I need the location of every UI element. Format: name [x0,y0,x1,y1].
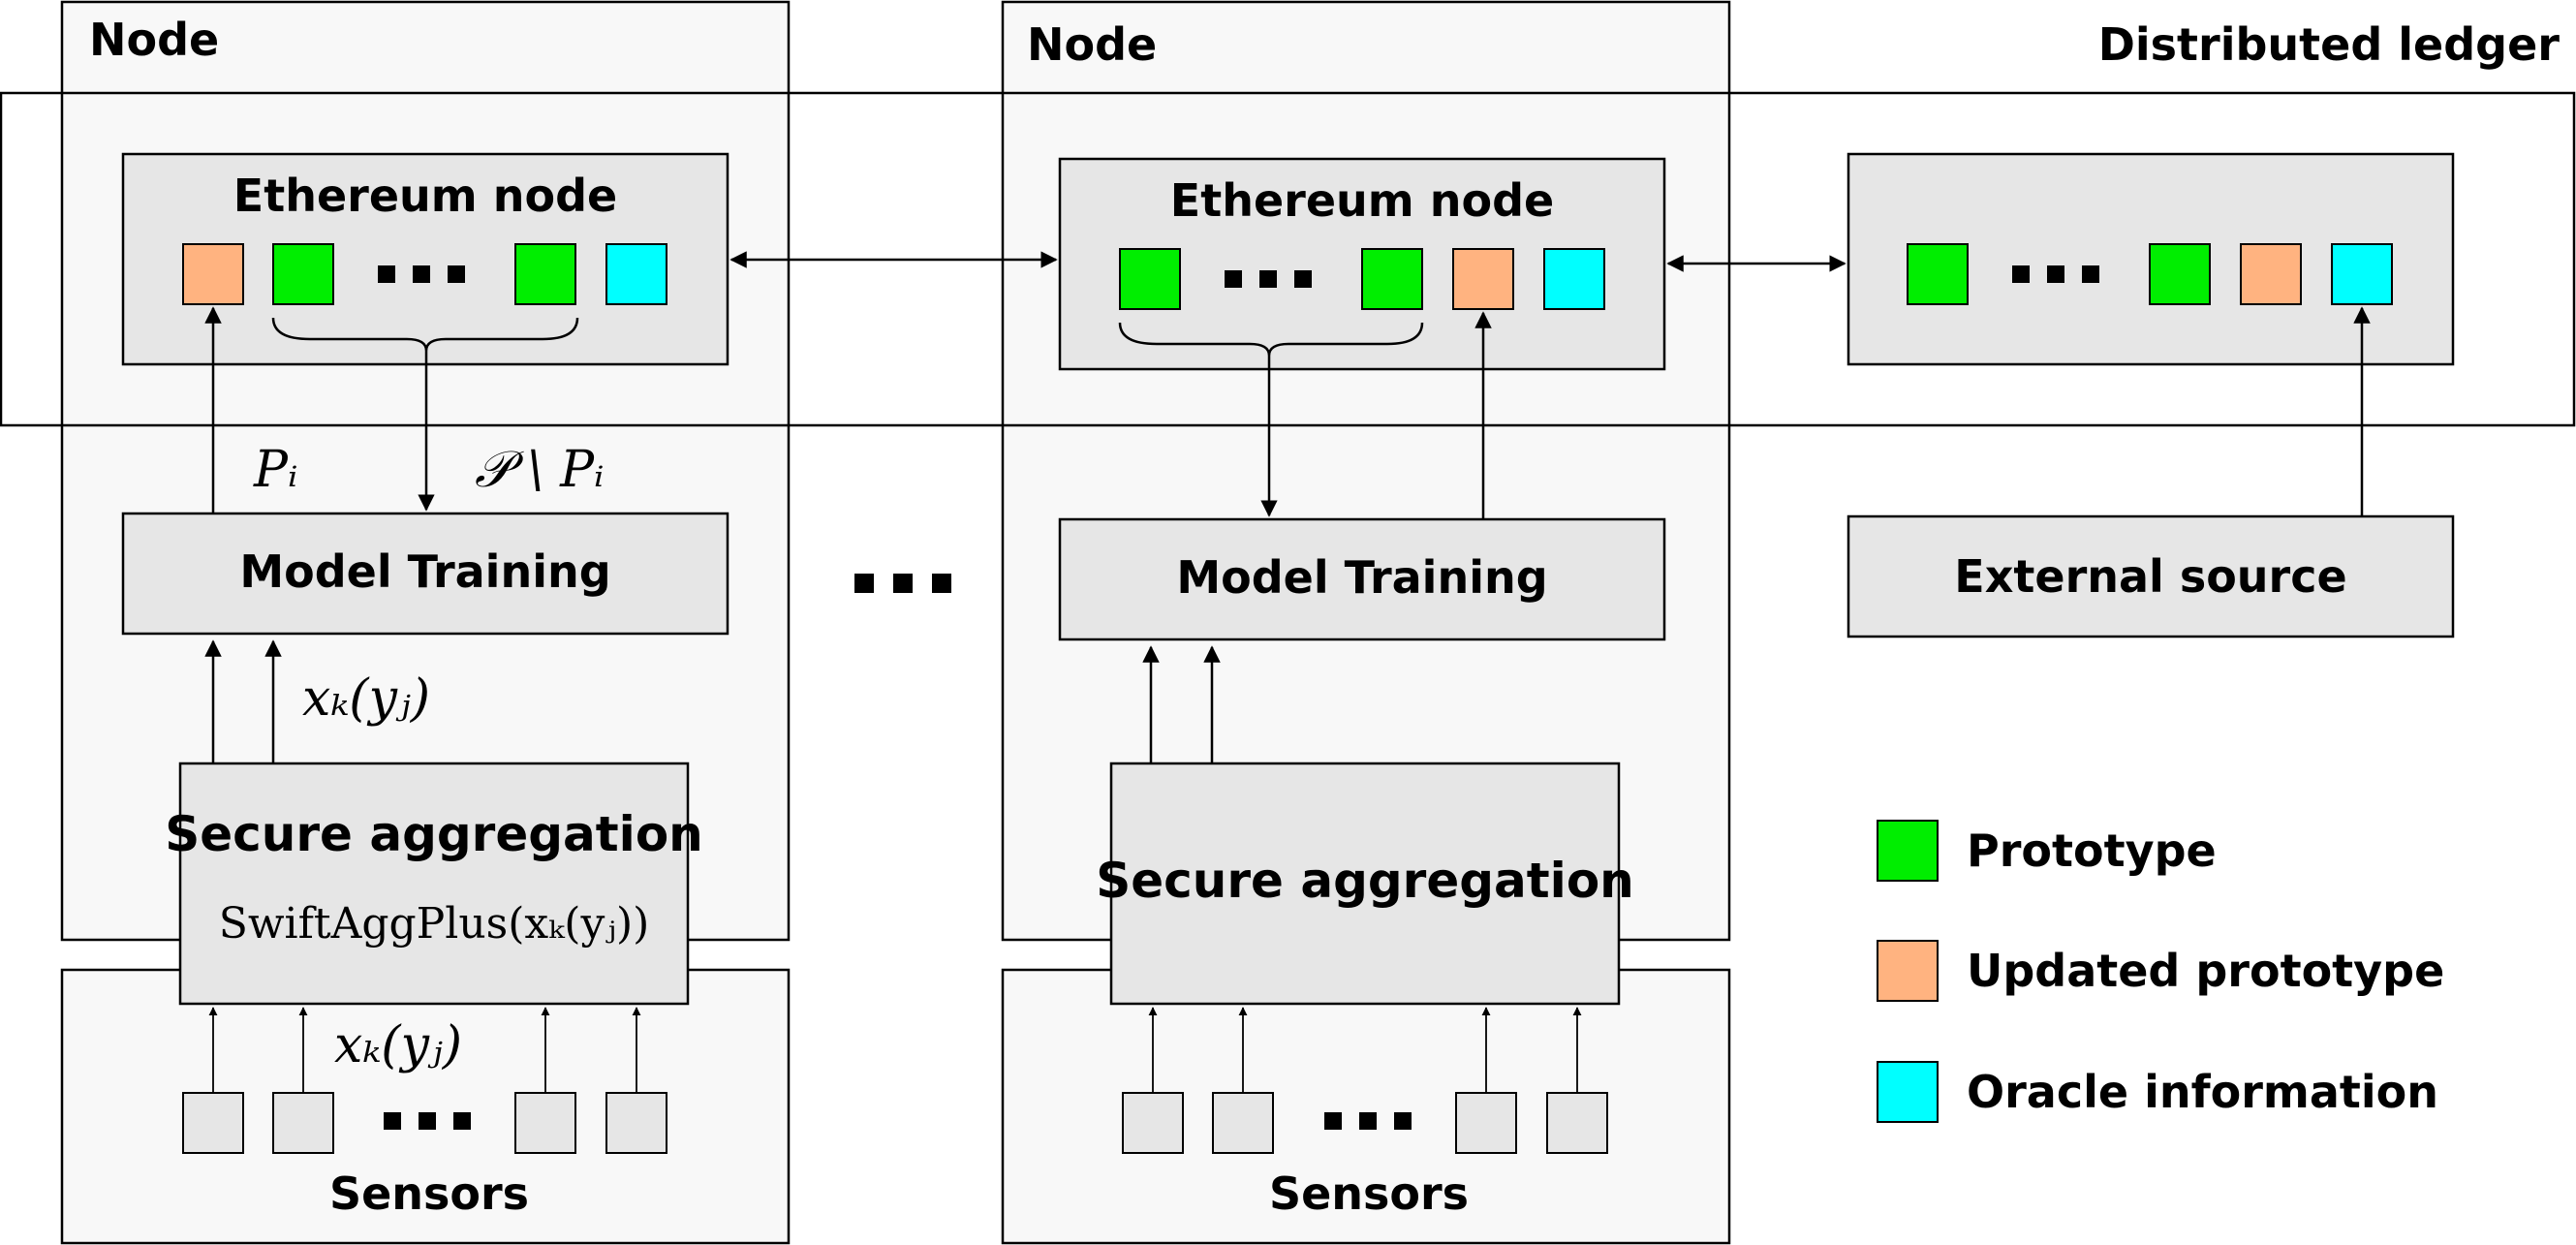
model-training-box-2 [1058,517,1666,641]
prototype-square [1119,248,1181,310]
legend: Prototype Updated prototype Oracle infor… [1877,820,2444,1123]
sensor-data-math-label: xₖ(yⱼ) [334,1016,462,1074]
secure-aggregation-label-2: Secure aggregation [1096,853,1634,909]
model-training-box-1 [121,512,729,636]
legend-prototype-label: Prototype [1967,825,2217,877]
ellipsis-icon [2012,265,2099,283]
sensors-label-2: Sensors [1269,1167,1469,1220]
legend-updated-prototype-swatch [1877,940,1939,1002]
sensor-square [1212,1092,1274,1154]
prototype-square [1907,243,1969,305]
external-source-label: External source [1954,550,2346,603]
sensor-square [272,1092,334,1154]
model-training-label-1: Model Training [239,545,610,598]
legend-prototype-swatch [1877,820,1939,882]
sensor-square [514,1092,576,1154]
ellipsis-icon [854,574,951,593]
aggregated-data-math-label: xₖ(yⱼ) [302,669,430,728]
updated-prototype-square [182,243,244,305]
prototype-set-math-label: 𝒫 \ Pᵢ [475,441,605,499]
distributed-ledger-band [0,91,2576,427]
prototype-square [514,243,576,305]
ellipsis-icon [1225,270,1312,288]
ellipsis-icon [378,265,465,283]
model-training-label-2: Model Training [1176,551,1547,604]
sensor-square [1546,1092,1608,1154]
node-title-1: Node [89,14,219,66]
secure-aggregation-box-1 [178,762,690,1006]
ellipsis-icon [1324,1112,1412,1130]
sensor-group-2 [1122,1092,1608,1154]
updated-prototype-math-label: Pᵢ [253,441,297,499]
sensors-label-1: Sensors [329,1167,529,1220]
oracle-square [2331,243,2393,305]
ethereum-node-label-2: Ethereum node [1170,174,1554,227]
prototype-square [1361,248,1423,310]
sensor-square [182,1092,244,1154]
sensor-square [1122,1092,1184,1154]
distributed-ledger-title: Distributed ledger [2098,18,2560,71]
legend-oracle-swatch [1877,1061,1939,1123]
secure-aggregation-box-2 [1109,762,1621,1006]
updated-prototype-square [2240,243,2302,305]
legend-updated-prototype-label: Updated prototype [1967,945,2444,997]
prototype-square [272,243,334,305]
sensor-square [605,1092,667,1154]
oracle-square [1543,248,1605,310]
ellipsis-icon [384,1112,471,1130]
external-source-box [1847,514,2455,638]
oracle-square [605,243,667,305]
node-title-2: Node [1027,18,1157,71]
sensor-square [1455,1092,1517,1154]
secure-aggregation-function-label: SwiftAggPlus(xₖ(yⱼ)) [219,899,650,949]
updated-prototype-square [1452,248,1514,310]
legend-oracle-label: Oracle information [1967,1066,2438,1118]
ethereum-node-label-1: Ethereum node [233,170,617,222]
secure-aggregation-label-1: Secure aggregation [165,806,703,862]
prototype-square [2149,243,2211,305]
